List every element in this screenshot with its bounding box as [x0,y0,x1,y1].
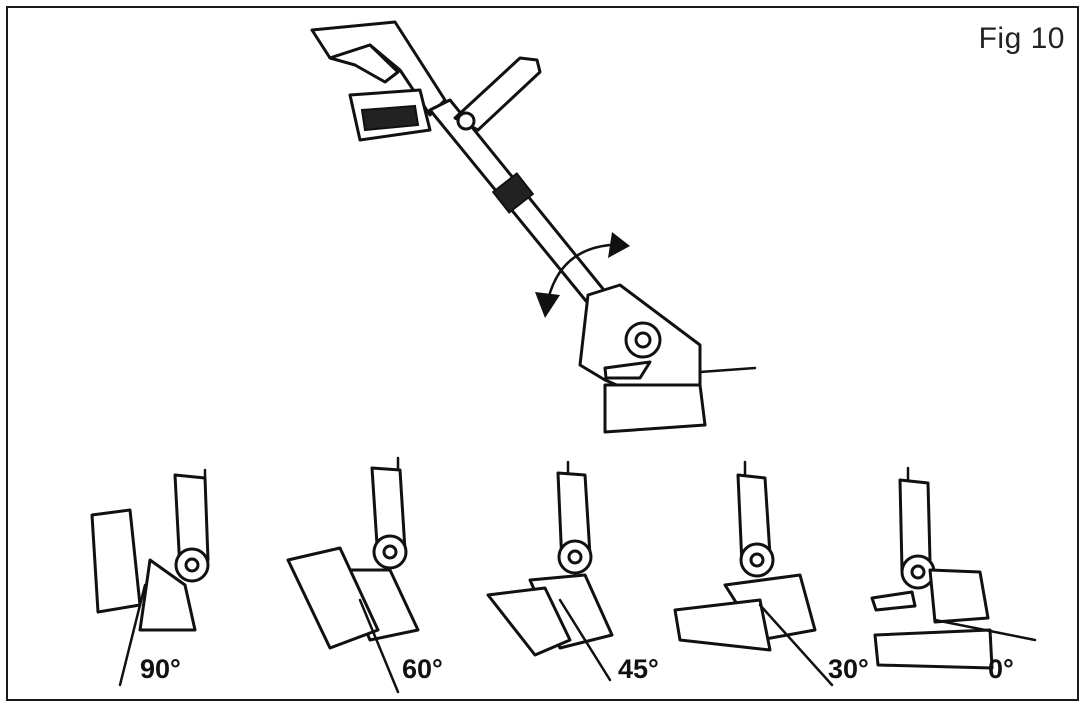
figure-title: Fig 10 [978,22,1065,55]
angle-label-0: 0° [988,654,1014,684]
battery-pack [348,88,432,142]
angle-view-45 [486,460,614,682]
figure-frame [6,6,1079,701]
angle-label-45: 45° [618,654,659,684]
angle-label-90: 90° [140,654,181,684]
auxiliary-handle [453,56,542,132]
angle-label-30: 30° [828,654,869,684]
pivot-arrow-icon [535,232,630,318]
angle-view-30 [673,460,834,687]
angle-label-60: 60° [402,654,443,684]
motor-head [578,283,757,434]
angle-view-90 [90,468,210,687]
angle-view-60 [286,456,420,694]
main-shaft [428,98,614,314]
angle-view-0 [870,466,1037,670]
